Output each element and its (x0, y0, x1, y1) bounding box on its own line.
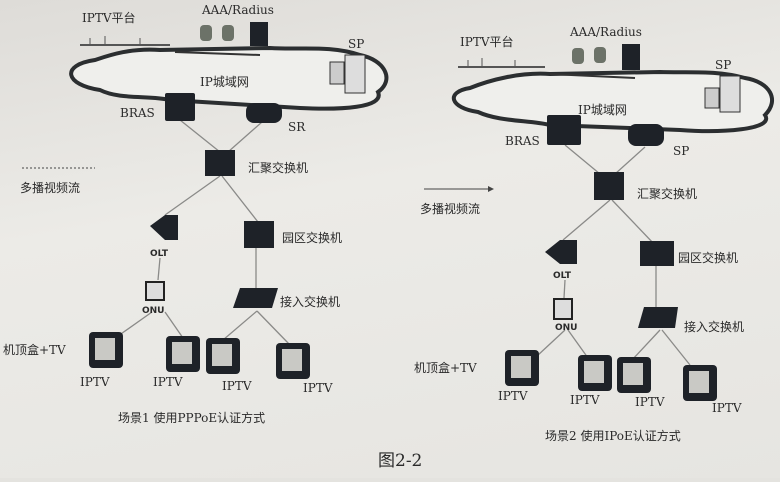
tv-icon (683, 365, 717, 401)
stb-label: 机顶盒+TV (3, 342, 66, 357)
tv-label: IPTV (303, 381, 333, 395)
access-switch-icon (233, 288, 278, 308)
sp-label: SP (348, 37, 364, 51)
aggregation-switch-label: 汇聚交换机 (637, 186, 697, 201)
tv-label: IPTV (498, 389, 528, 403)
scenario-1-caption: 场景1 使用PPPoE认证方式 (118, 410, 265, 425)
bras-icon (165, 93, 195, 121)
bras-label: BRAS (120, 106, 155, 120)
tv-icon (578, 355, 612, 391)
bras-icon (547, 115, 581, 145)
campus-switch-icon (244, 221, 274, 248)
campus-switch-label: 园区交换机 (678, 250, 738, 265)
aaa-server-icon (174, 22, 268, 56)
campus-switch-icon (640, 241, 674, 266)
iptv-platform-icon (458, 58, 545, 68)
router-icon (246, 103, 282, 123)
iptv-platform-icon (80, 36, 170, 46)
metro-label: IP城域网 (200, 75, 249, 89)
tv-label: IPTV (153, 375, 183, 389)
aaa-server-icon (549, 44, 640, 79)
multicast-label: 多播视频流 (420, 201, 480, 216)
router-icon (628, 124, 664, 146)
router-label: SP (673, 144, 689, 158)
multicast-label: 多播视频流 (20, 180, 80, 195)
aggregation-switch-label: 汇聚交换机 (248, 160, 308, 175)
aggregation-switch-icon (594, 172, 624, 200)
figure-label: 图2-2 (378, 451, 422, 471)
tv-label: IPTV (80, 375, 110, 389)
bras-label: BRAS (505, 134, 540, 148)
access-switch-icon (638, 307, 678, 328)
olt-icon (150, 215, 178, 240)
router-label: SR (288, 120, 306, 134)
tv-icon (206, 338, 240, 374)
scenario-1: IPTV平台 AAA/Radius SP IP城域网 BRAS SR 汇聚交换机… (3, 3, 389, 425)
onu-icon (145, 281, 165, 301)
aggregation-switch-icon (205, 150, 235, 176)
tv-label: IPTV (635, 395, 665, 409)
tv-label: IPTV (570, 393, 600, 407)
olt-label: OLT (553, 271, 572, 281)
onu-label: ONU (555, 323, 578, 333)
tv-icon (617, 357, 651, 393)
aaa-label: AAA/Radius (201, 3, 274, 17)
campus-switch-label: 园区交换机 (282, 230, 342, 245)
aaa-label: AAA/Radius (569, 25, 642, 39)
sp-server-icon (704, 75, 741, 113)
olt-icon (545, 240, 577, 264)
tv-icon (166, 336, 200, 372)
sp-server-icon (329, 54, 366, 94)
tv-label: IPTV (712, 401, 742, 415)
tv-icon (276, 343, 310, 379)
onu-icon (553, 298, 573, 320)
stb-label: 机顶盒+TV (414, 360, 477, 375)
tv-icon (505, 350, 539, 386)
tv-label: IPTV (222, 379, 252, 393)
iptv-platform-label: IPTV平台 (460, 34, 514, 49)
iptv-platform-label: IPTV平台 (82, 10, 136, 25)
sp-label: SP (715, 58, 731, 72)
tv-icon (89, 332, 123, 368)
scenario-2: IPTV平台 AAA/Radius SP IP城域网 BRAS SP 汇聚交换机 (414, 25, 775, 443)
metro-label: IP城域网 (578, 103, 627, 117)
onu-label: ONU (142, 306, 165, 316)
olt-label: OLT (150, 249, 169, 259)
access-switch-label: 接入交换机 (684, 319, 744, 334)
metro-cloud (69, 45, 389, 111)
access-switch-label: 接入交换机 (280, 294, 340, 309)
scenario-2-caption: 场景2 使用IPoE认证方式 (545, 428, 681, 443)
